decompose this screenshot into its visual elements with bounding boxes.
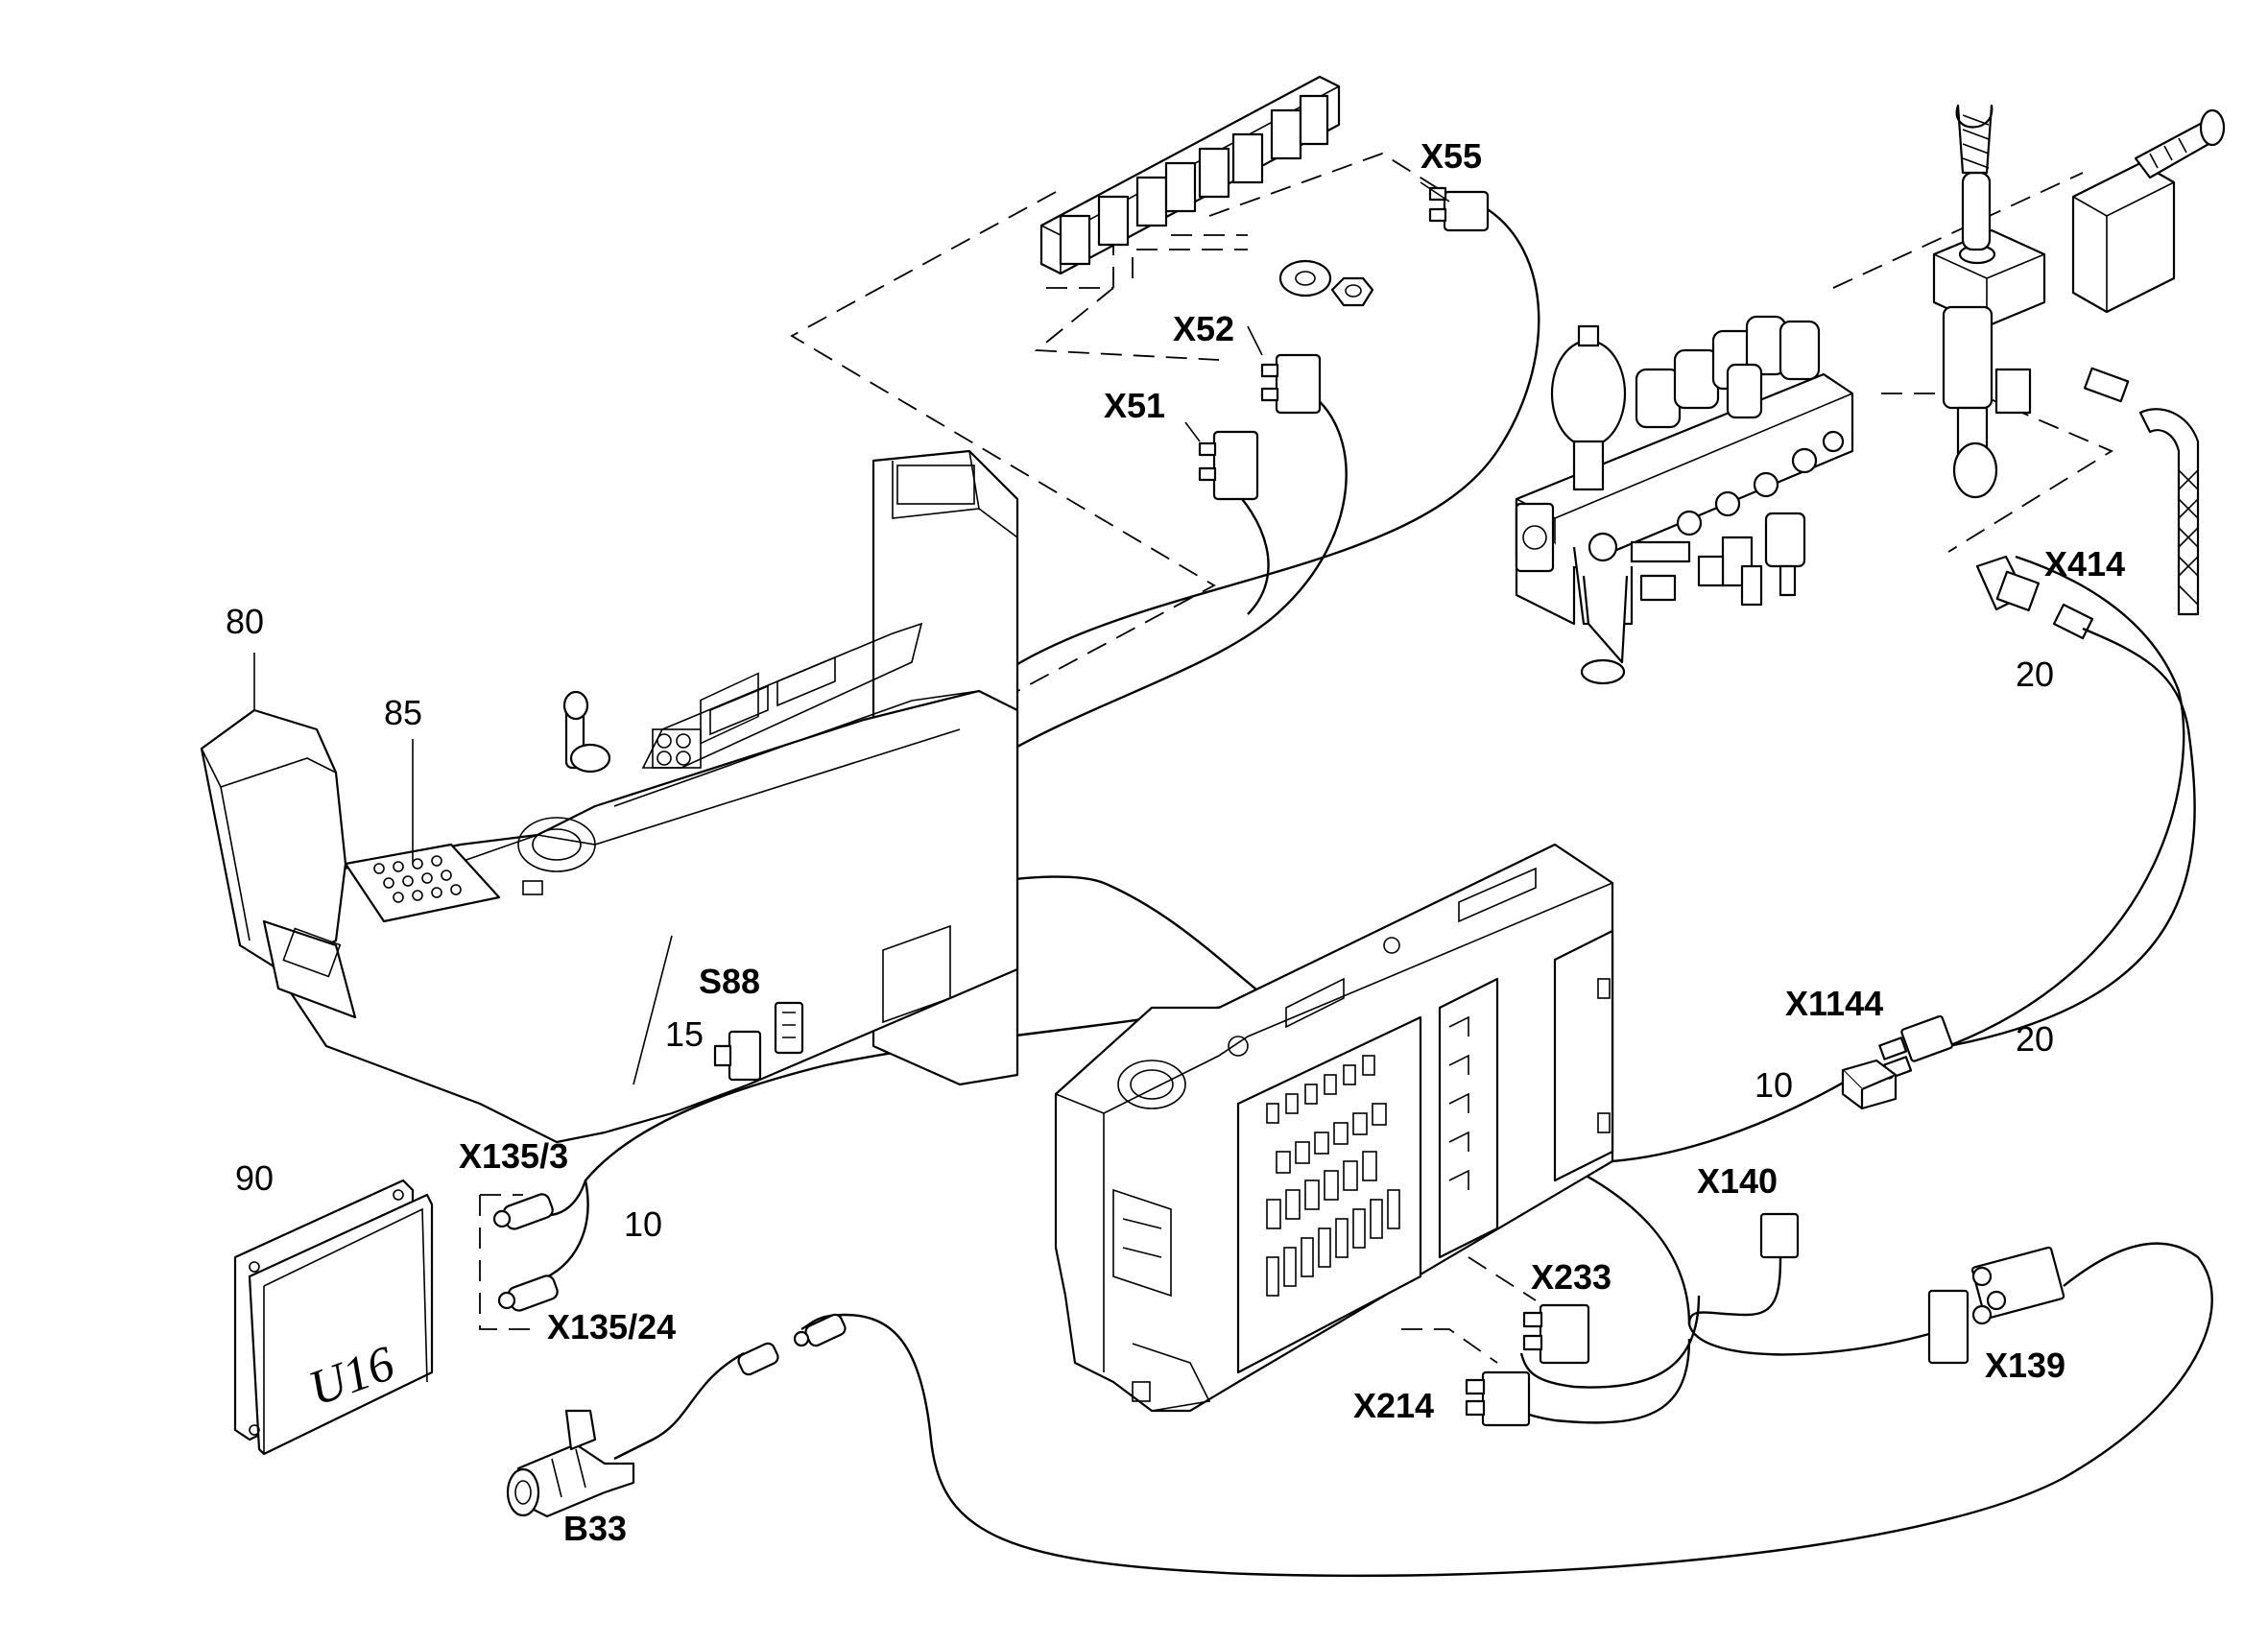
b33-plugs bbox=[737, 1313, 847, 1376]
label-x214: X214 bbox=[1353, 1386, 1434, 1425]
hose bbox=[2138, 408, 2200, 616]
label-x52: X52 bbox=[1173, 309, 1234, 348]
hex-nut bbox=[1330, 276, 1374, 307]
label-x1144: X1144 bbox=[1785, 984, 1883, 1023]
armrest bbox=[200, 708, 357, 1019]
washer bbox=[1278, 259, 1332, 298]
label-x135-3: X135/3 bbox=[459, 1136, 568, 1176]
rocker-switches bbox=[1059, 94, 1329, 266]
chain-grip bbox=[1955, 104, 1993, 175]
dashed-reference-lines bbox=[479, 153, 2113, 1364]
connector-x1144 bbox=[1878, 1014, 1954, 1080]
label-x233: X233 bbox=[1531, 1257, 1611, 1297]
accumulator bbox=[1550, 339, 1627, 448]
sensor-b33 bbox=[506, 1409, 635, 1518]
connector-x233 bbox=[1522, 1303, 1590, 1365]
hydraulic-valve-block bbox=[1515, 315, 1854, 685]
label-x139: X139 bbox=[1985, 1346, 2065, 1385]
label-20-top: 20 bbox=[2016, 655, 2054, 694]
connector-x135-3 bbox=[492, 1193, 554, 1230]
switch-panel bbox=[1039, 75, 1374, 307]
label-90: 90 bbox=[235, 1158, 274, 1198]
connector-x414 bbox=[1975, 555, 2094, 640]
end-plate bbox=[1515, 502, 1555, 573]
connector-x52 bbox=[1260, 353, 1322, 415]
connector-x140 bbox=[1759, 1212, 1800, 1259]
operator-console bbox=[238, 449, 1019, 1144]
label-80: 80 bbox=[226, 602, 264, 641]
label-x51: X51 bbox=[1104, 386, 1165, 425]
connector-10 bbox=[1841, 1059, 1898, 1110]
label-10-left: 10 bbox=[624, 1204, 662, 1244]
pilot-valve bbox=[1932, 104, 2226, 616]
electrical-control-box bbox=[1054, 843, 1614, 1413]
board-components bbox=[1266, 1055, 1400, 1297]
label-15: 15 bbox=[665, 1014, 704, 1054]
part-labels: X55 X52 X51 X414 20 80 85 S88 15 X1144 2… bbox=[226, 136, 2125, 1548]
label-85: 85 bbox=[384, 693, 422, 732]
label-x55: X55 bbox=[1420, 136, 1482, 176]
label-20-mid: 20 bbox=[2016, 1019, 2054, 1059]
relay-15 bbox=[713, 1030, 762, 1082]
label-10-right: 10 bbox=[1755, 1065, 1793, 1105]
label-x140: X140 bbox=[1697, 1161, 1778, 1201]
connector-x51 bbox=[1198, 430, 1259, 501]
connector-x135-24 bbox=[497, 1275, 559, 1312]
hydraulic-fittings bbox=[1588, 430, 1845, 607]
leader-lines bbox=[253, 181, 1450, 1085]
label-b33: B33 bbox=[563, 1509, 627, 1548]
solenoid-coils bbox=[1635, 315, 1821, 429]
knob-stem bbox=[1961, 171, 1992, 251]
mounting-plate bbox=[2071, 161, 2176, 314]
switch-s88 bbox=[774, 1001, 804, 1055]
label-x135-24: X135/24 bbox=[547, 1307, 676, 1346]
perforated-plate bbox=[344, 843, 501, 923]
label-s88: S88 bbox=[699, 962, 760, 1001]
connector-x214 bbox=[1465, 1370, 1531, 1427]
connector-x139 bbox=[1927, 1246, 2065, 1365]
label-x414: X414 bbox=[2044, 544, 2125, 584]
ecu-module bbox=[233, 1179, 434, 1456]
